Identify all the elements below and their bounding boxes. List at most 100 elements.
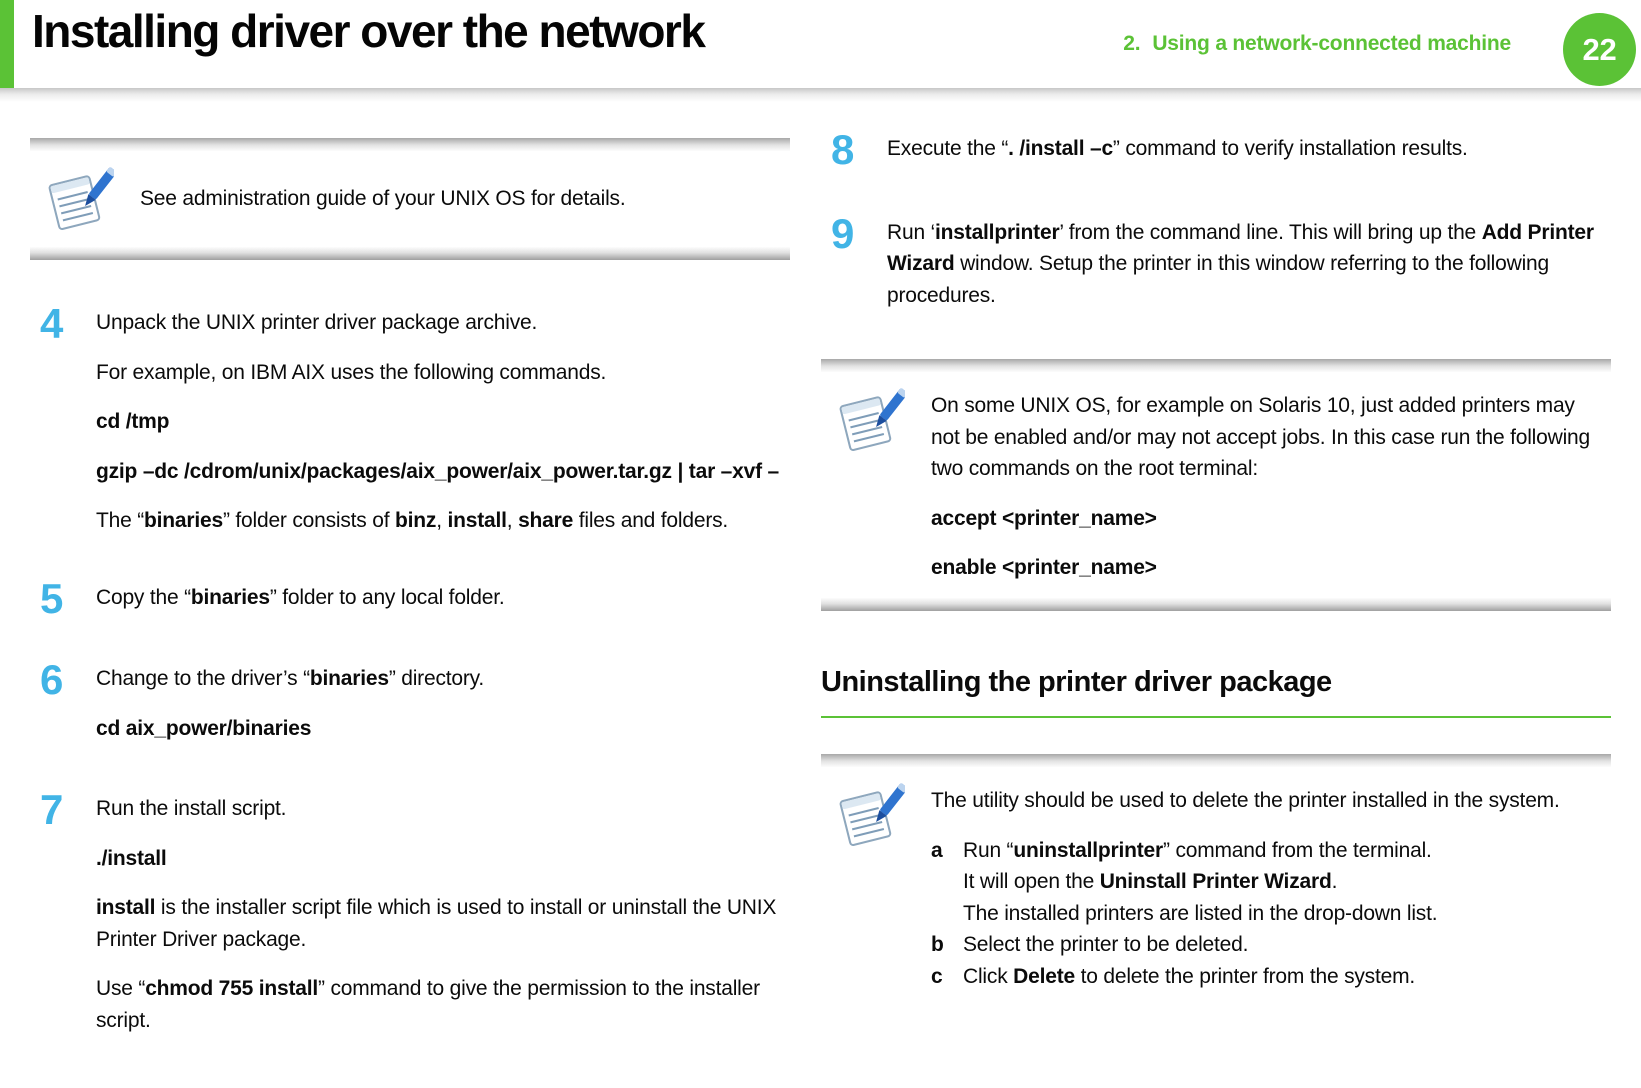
notepad-pen-icon — [46, 161, 114, 233]
step-number: 4 — [40, 300, 64, 347]
section-heading-block: Uninstalling the printer driver package — [821, 661, 1611, 719]
step-number: 9 — [831, 209, 855, 257]
note-box-bottom-edge — [30, 247, 790, 260]
step-6: 6 Change to the driver’s “binaries” dire… — [30, 659, 790, 744]
bold-text: uninstallprinter — [1013, 838, 1164, 862]
command-line: ./install — [96, 843, 790, 875]
bold-text: Uninstall Printer Wizard — [1099, 870, 1332, 894]
step-number: 5 — [40, 574, 64, 622]
bold-text: . /install –c — [1008, 137, 1113, 160]
plain-text: Run “ — [963, 838, 1014, 862]
plain-text: to delete the printer from the system. — [1074, 964, 1416, 988]
step-paragraph: Copy the “binaries” folder to any local … — [96, 582, 790, 614]
substep-line: It will open the Uninstall Printer Wizar… — [963, 866, 1605, 898]
substep-body: Select the printer to be deleted. — [963, 929, 1605, 961]
substep-line: Click Delete to delete the printer from … — [963, 961, 1605, 993]
bold-text: Delete — [1013, 964, 1075, 988]
bold-text: cd aix_power/binaries — [96, 716, 312, 740]
step-paragraph: Change to the driver’s “binaries” direct… — [96, 663, 790, 695]
command-line: gzip –dc /cdrom/unix/packages/aix_power/… — [96, 456, 790, 488]
bold-text: ./install — [96, 846, 167, 870]
plain-text: Copy the “ — [96, 585, 191, 609]
note-text: On some UNIX OS, for example on Solaris … — [931, 390, 1605, 485]
header-divider — [0, 88, 1641, 102]
plain-text: ” directory. — [388, 667, 485, 691]
step-body: Run ‘installprinter’ from the command li… — [887, 214, 1611, 312]
substep-label: b — [931, 933, 944, 957]
note-box-unix-admin: See administration guide of your UNIX OS… — [30, 138, 790, 260]
substep-line: Select the printer to be deleted. — [963, 929, 1605, 961]
page-number-badge: 22 — [1563, 13, 1636, 86]
section-underline — [821, 716, 1611, 719]
page-title: Installing driver over the network — [32, 5, 706, 57]
manual-page: Installing driver over the network 2. Us… — [0, 0, 1641, 1036]
plain-text: , — [506, 509, 519, 532]
substep-label: a — [931, 838, 943, 862]
plain-text: For example, on IBM AIX uses the followi… — [96, 360, 607, 384]
step-paragraph: For example, on IBM AIX uses the followi… — [96, 357, 790, 389]
plain-text: ” command to give the permission to the … — [96, 977, 760, 1032]
plain-text: window. Setup the printer in this window… — [887, 252, 1550, 307]
bold-text: install — [447, 509, 507, 532]
bold-text: binaries — [309, 667, 389, 691]
section-title: Uninstalling the printer driver package — [821, 665, 1332, 698]
bold-text: installprinter — [935, 220, 1060, 244]
plain-text: See administration guide of your UNIX OS… — [140, 187, 626, 210]
plain-text: Run the install script. — [96, 797, 287, 821]
notepad-pen-icon — [837, 382, 905, 454]
plain-text: Unpack the UNIX printer driver package a… — [96, 311, 538, 334]
substep-body: Click Delete to delete the printer from … — [963, 961, 1605, 993]
step-number: 8 — [831, 126, 855, 173]
note-box-solaris: On some UNIX OS, for example on Solaris … — [821, 359, 1611, 611]
step-5: 5 Copy the “binaries” folder to any loca… — [30, 574, 790, 622]
bold-text: enable <printer_name> — [931, 556, 1157, 580]
plain-text: is the installer script file which is us… — [96, 896, 777, 951]
step-paragraph: Execute the “. /install –c” command to v… — [887, 133, 1611, 165]
substep-label: c — [931, 964, 943, 988]
plain-text: , — [436, 509, 448, 532]
right-column: 8 Execute the “. /install –c” command to… — [821, 102, 1611, 1006]
plain-text: Select the printer to be deleted. — [963, 933, 1249, 957]
step-9: 9 Run ‘installprinter’ from the command … — [821, 209, 1611, 312]
chapter-label: 2. Using a network-connected machine — [1123, 32, 1511, 56]
bold-text: binaries — [144, 509, 223, 532]
bold-text: binz — [395, 509, 437, 532]
notepad-pen-icon — [837, 777, 905, 849]
plain-text: The “ — [96, 509, 145, 532]
bold-text: cd /tmp — [96, 410, 170, 433]
step-body: Run the install script. ./install instal… — [96, 790, 790, 1036]
bold-text: gzip –dc /cdrom/unix/packages/aix_power/… — [96, 459, 780, 483]
note-box-top-edge — [30, 138, 790, 151]
command-line: enable <printer_name> — [931, 552, 1605, 584]
plain-text: . — [1331, 870, 1338, 894]
substep-body: Run “uninstallprinter” command from the … — [963, 835, 1605, 930]
step-body: Copy the “binaries” folder to any local … — [96, 579, 790, 619]
step-4: 4 Unpack the UNIX printer driver package… — [30, 300, 790, 537]
plain-text: ” folder consists of — [222, 509, 395, 532]
plain-text: Run ‘ — [887, 220, 936, 244]
step-paragraph: Run ‘installprinter’ from the command li… — [887, 217, 1611, 312]
note-text-block: The utility should be used to delete the… — [931, 777, 1605, 992]
note-box-bottom-edge — [821, 597, 1611, 611]
bold-text: install — [96, 896, 156, 920]
step-body: Change to the driver’s “binaries” direct… — [96, 660, 790, 744]
plain-text: ” command to verify installation results… — [1112, 137, 1468, 160]
note-text: The utility should be used to delete the… — [931, 785, 1605, 817]
plain-text: Execute the “ — [887, 137, 1009, 160]
step-paragraph: Run the install script. — [96, 793, 790, 825]
chapter-title: Using a network-connected machine — [1152, 32, 1511, 55]
note-content: On some UNIX OS, for example on Solaris … — [821, 372, 1611, 598]
plain-text: On some UNIX OS, for example on Solaris … — [931, 394, 1590, 481]
plain-text: ” folder to any local folder. — [269, 585, 505, 609]
step-7: 7 Run the install script. ./install inst… — [30, 789, 790, 1036]
note-text-block: On some UNIX OS, for example on Solaris … — [931, 382, 1605, 584]
step-paragraph: Use “chmod 755 install” command to give … — [96, 973, 790, 1036]
header-accent-bar — [0, 0, 14, 88]
plain-text: Use “ — [96, 977, 146, 1001]
note-content: The utility should be used to delete the… — [821, 767, 1611, 1006]
step-8: 8 Execute the “. /install –c” command to… — [821, 126, 1611, 173]
step-body: Unpack the UNIX printer driver package a… — [96, 304, 790, 537]
bold-text: binaries — [190, 585, 270, 609]
page-header: Installing driver over the network 2. Us… — [0, 0, 1641, 88]
step-paragraph: The “binaries” folder consists of binz, … — [96, 505, 790, 537]
